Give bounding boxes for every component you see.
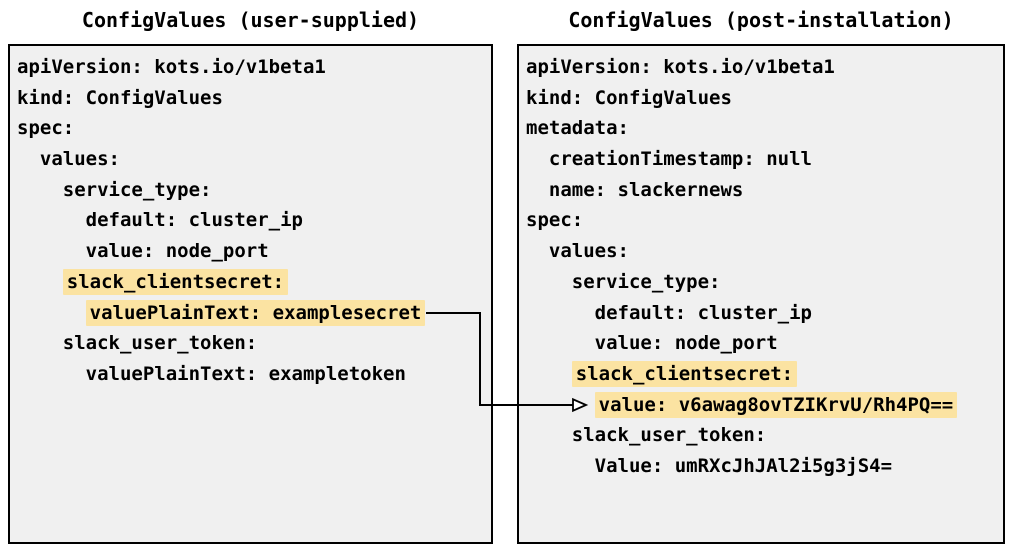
code-text: spec: <box>526 209 584 232</box>
code-indent <box>17 363 86 385</box>
code-text: name: slackernews <box>548 178 744 201</box>
code-line: Value: umRXcJhJAl2i5g3jS4= <box>526 451 1003 482</box>
code-line: name: slackernews <box>526 175 1003 206</box>
code-text: service_type: <box>62 178 212 201</box>
code-line: value: node_port <box>17 236 491 267</box>
code-indent <box>17 148 40 170</box>
code-indent <box>526 302 595 324</box>
code-indent <box>17 332 63 354</box>
highlighted-code-text: valuePlainText: examplesecret <box>85 299 426 326</box>
code-indent <box>526 363 572 385</box>
code-line: slack_user_token: <box>17 328 491 359</box>
code-indent <box>526 240 549 262</box>
code-text: values: <box>39 148 120 171</box>
code-text: value: node_port <box>594 332 778 355</box>
code-text: values: <box>548 240 629 263</box>
code-text: apiVersion: kots.io/v1beta1 <box>17 56 326 78</box>
code-indent <box>17 209 86 231</box>
code-line: service_type: <box>526 267 1003 298</box>
code-line: value: node_port <box>526 328 1003 359</box>
code-line: slack_clientsecret: <box>526 359 1003 390</box>
code-indent <box>17 179 63 201</box>
code-indent <box>17 240 86 262</box>
code-indent <box>526 424 572 446</box>
code-indent <box>526 271 572 293</box>
code-line: valuePlainText: examplesecret <box>17 298 491 329</box>
code-text: service_type: <box>571 270 721 293</box>
code-indent <box>526 332 595 354</box>
code-line: valuePlainText: exampletoken <box>17 359 491 390</box>
code-indent <box>17 271 63 293</box>
code-line: values: <box>17 144 491 175</box>
code-text: kind: ConfigValues <box>526 86 732 109</box>
code-text: default: cluster_ip <box>85 209 303 232</box>
code-line: kind: ConfigValues <box>17 83 491 114</box>
code-indent <box>17 302 86 324</box>
code-line: slack_user_token: <box>526 420 1003 451</box>
code-line: spec: <box>17 113 491 144</box>
code-text: default: cluster_ip <box>594 301 812 324</box>
code-text: slack_user_token: <box>62 332 258 355</box>
code-line: values: <box>526 236 1003 267</box>
code-line: creationTimestamp: null <box>526 144 1003 175</box>
code-line: metadata: <box>526 113 1003 144</box>
highlighted-code-text: slack_clientsecret: <box>571 360 798 387</box>
highlighted-code-text: slack_clientsecret: <box>62 268 289 295</box>
panel-title-user-supplied: ConfigValues (user-supplied) <box>81 8 420 32</box>
code-text: spec: <box>17 117 75 140</box>
code-text: valuePlainText: exampletoken <box>85 362 406 385</box>
code-line: value: v6awag8ovTZIKrvU/Rh4PQ== <box>526 390 1003 421</box>
code-text: apiVersion: kots.io/v1beta1 <box>526 56 835 78</box>
code-line: spec: <box>526 205 1003 236</box>
code-line: kind: ConfigValues <box>526 83 1003 114</box>
panel-title-post-installation: ConfigValues (post-installation) <box>568 8 954 32</box>
code-text: Value: umRXcJhJAl2i5g3jS4= <box>594 454 893 477</box>
code-indent <box>526 148 549 170</box>
code-line: service_type: <box>17 175 491 206</box>
code-line: apiVersion: kots.io/v1beta1 <box>526 52 1003 83</box>
code-line: slack_clientsecret: <box>17 267 491 298</box>
code-indent <box>526 179 549 201</box>
code-line: default: cluster_ip <box>17 205 491 236</box>
highlighted-code-text: value: v6awag8ovTZIKrvU/Rh4PQ== <box>594 391 958 418</box>
code-indent <box>526 455 595 477</box>
code-line: default: cluster_ip <box>526 298 1003 329</box>
codebox-post-installation: apiVersion: kots.io/v1beta1 kind: ConfigV… <box>517 44 1005 544</box>
code-indent <box>526 394 595 416</box>
code-text: metadata: <box>526 117 629 140</box>
code-text: value: node_port <box>85 240 269 263</box>
codebox-user-supplied: apiVersion: kots.io/v1beta1 kind: ConfigV… <box>8 44 493 544</box>
code-text: kind: ConfigValues <box>17 86 223 109</box>
code-line: apiVersion: kots.io/v1beta1 <box>17 52 491 83</box>
code-text: creationTimestamp: null <box>548 148 812 171</box>
code-text: slack_user_token: <box>571 424 767 447</box>
